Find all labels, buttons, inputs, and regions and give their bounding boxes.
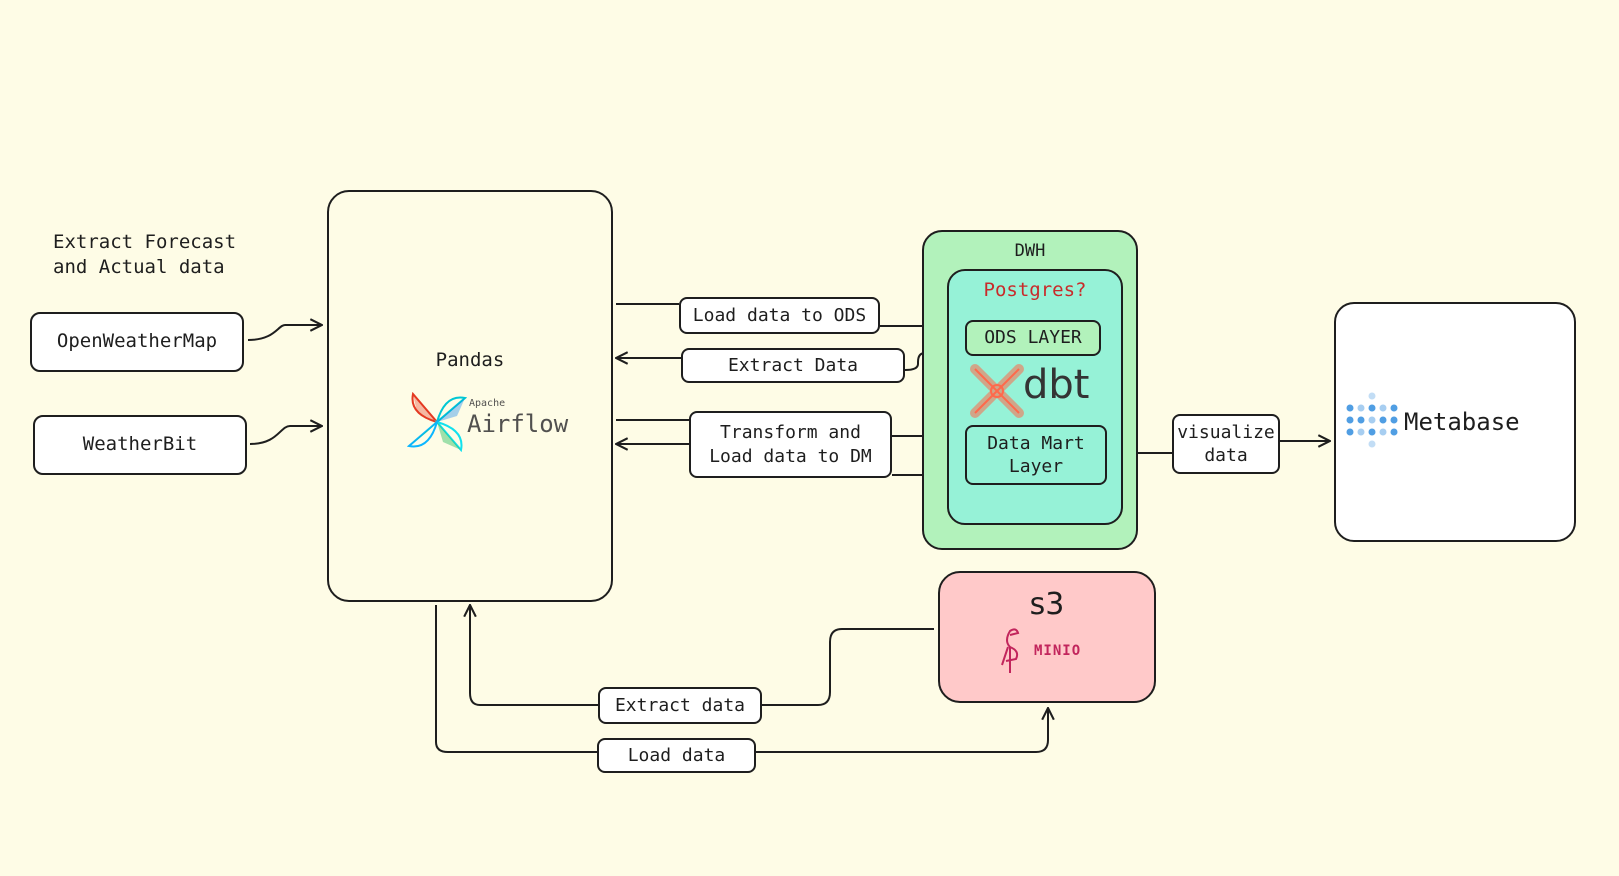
extract-data-dwh-label[interactable]: Extract Data bbox=[681, 348, 905, 383]
transform-load-dm-label[interactable]: Transform and Load data to DM bbox=[689, 411, 892, 478]
visualize-line1: visualize bbox=[1177, 421, 1275, 443]
data-mart-line2: Layer bbox=[1008, 456, 1064, 477]
data-mart-line1: Data Mart bbox=[987, 432, 1085, 454]
transform-label-line1: Transform and bbox=[720, 422, 861, 444]
postgres-title: Postgres? bbox=[983, 279, 1087, 301]
arrow-openweathermap-to-pandas bbox=[247, 325, 322, 341]
pandas-node[interactable]: Pandas Apache Airflow bbox=[327, 190, 613, 602]
extract-data-s3-label[interactable]: Extract data bbox=[598, 687, 762, 724]
s3-title: s3 bbox=[1029, 587, 1065, 622]
metabase-logo-icon bbox=[1346, 392, 1398, 448]
pandas-title: Pandas bbox=[435, 349, 505, 371]
weatherbit-node[interactable]: WeatherBit bbox=[33, 415, 247, 475]
openweathermap-node[interactable]: OpenWeatherMap bbox=[30, 312, 244, 372]
visualize-data-label[interactable]: visualize data bbox=[1172, 414, 1280, 474]
airflow-pinwheel-icon bbox=[407, 392, 467, 452]
ods-layer-node[interactable]: ODS LAYER bbox=[965, 320, 1101, 356]
metabase-title: Metabase bbox=[1404, 408, 1520, 436]
airflow-big-label: Airflow bbox=[467, 410, 569, 438]
transform-label-line2: Load data to DM bbox=[709, 445, 872, 467]
extract-heading-line2: and Actual data bbox=[53, 255, 225, 278]
extract-heading-line1: Extract Forecast bbox=[53, 231, 237, 253]
data-mart-layer-node[interactable]: Data Mart Layer bbox=[965, 425, 1107, 485]
postgres-container[interactable]: Postgres? ODS LAYER dbt Data Mart Layer bbox=[947, 269, 1123, 525]
airflow-small-label: Apache bbox=[469, 398, 506, 409]
arrow-pandas-load-to-s3 bbox=[435, 605, 1048, 753]
visualize-line2: data bbox=[1204, 445, 1248, 466]
metabase-node[interactable]: Metabase bbox=[1334, 302, 1576, 542]
minio-label: MINIO bbox=[1034, 643, 1082, 659]
s3-node[interactable]: s3 MINIO bbox=[938, 571, 1156, 703]
arrow-weatherbit-to-pandas bbox=[249, 426, 322, 445]
dwh-container[interactable]: DWH Postgres? ODS LAYER dbt Data Mart La… bbox=[922, 230, 1138, 550]
dwh-title: DWH bbox=[1014, 241, 1046, 261]
dbt-label: dbt bbox=[1023, 362, 1090, 408]
airflow-logo: Apache Airflow bbox=[407, 392, 568, 454]
extract-heading: Extract Forecast and Actual data bbox=[53, 230, 236, 279]
load-data-to-ods-label[interactable]: Load data to ODS bbox=[679, 297, 880, 334]
load-data-s3-label[interactable]: Load data bbox=[597, 738, 756, 773]
arrow-s3-extract-to-pandas bbox=[470, 605, 934, 706]
dbt-logo-icon bbox=[970, 364, 1024, 418]
minio-bird-icon bbox=[1001, 628, 1020, 673]
dbt-logo: dbt bbox=[969, 363, 1109, 419]
